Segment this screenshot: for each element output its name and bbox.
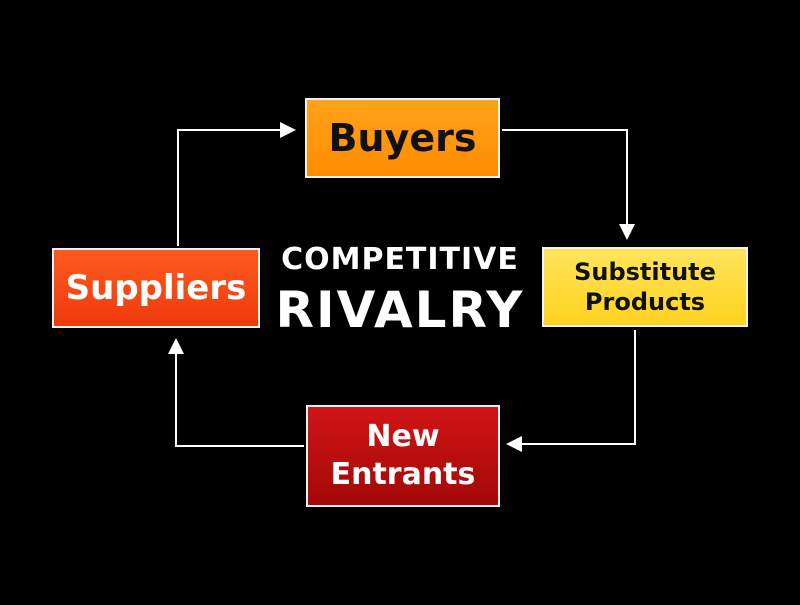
node-entrants-line1: New [366, 419, 440, 454]
node-substitute-products: Substitute Products [542, 247, 748, 327]
node-suppliers: Suppliers [52, 248, 260, 328]
arrowhead-icon [168, 338, 184, 354]
arrowhead-icon [619, 224, 635, 240]
node-buyers-label: Buyers [328, 116, 477, 160]
node-new-entrants: New Entrants [306, 405, 500, 507]
node-suppliers-label: Suppliers [65, 268, 247, 308]
arrowhead-icon [280, 122, 296, 138]
node-buyers: Buyers [305, 98, 500, 178]
node-entrants-line2: Entrants [330, 457, 476, 492]
arrow-entrants-to-suppliers [168, 338, 304, 447]
center-title: COMPETITIVE RIVALRY [270, 238, 530, 338]
arrow-substitute-to-entrants [506, 330, 636, 452]
arrow-suppliers-to-buyers [177, 122, 296, 246]
center-title-line2: RIVALRY [275, 281, 525, 339]
arrowhead-icon [506, 436, 522, 452]
node-substitute-line1: Substitute [574, 258, 716, 286]
center-title-line1: COMPETITIVE [281, 242, 519, 277]
arrow-buyers-to-substitute [502, 129, 635, 240]
node-substitute-line2: Products [584, 288, 706, 316]
